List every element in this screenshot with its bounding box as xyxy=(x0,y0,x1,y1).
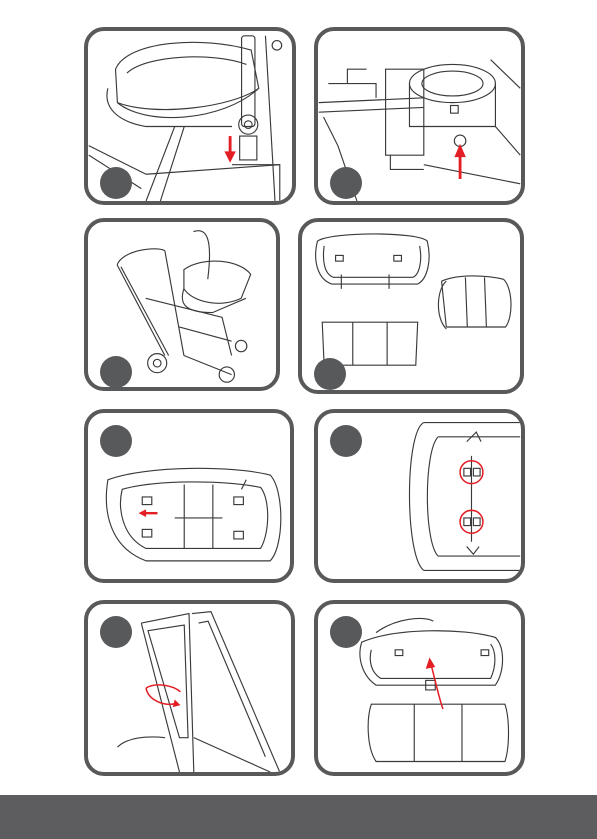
step-marker xyxy=(100,616,132,648)
instruction-panel-5 xyxy=(84,409,294,583)
insert-arrow-icon xyxy=(426,657,436,668)
rotate-arrow-icon xyxy=(173,699,181,707)
step-marker xyxy=(330,425,362,457)
left-arrow-icon xyxy=(138,509,146,517)
instruction-panel-8 xyxy=(314,600,525,776)
footer-bar xyxy=(0,795,597,839)
step-marker xyxy=(100,356,132,388)
instruction-panel-4 xyxy=(298,218,524,394)
instruction-panel-2 xyxy=(314,27,525,205)
step-marker xyxy=(100,425,132,457)
instruction-panel-1 xyxy=(84,27,296,205)
instruction-panel-6 xyxy=(314,409,525,583)
instruction-panel-7 xyxy=(84,600,295,776)
instruction-panel-3 xyxy=(84,218,280,391)
step-marker xyxy=(330,616,362,648)
up-arrow-icon xyxy=(454,144,465,157)
step-marker xyxy=(330,167,362,199)
step-marker xyxy=(100,167,132,199)
down-arrow-icon xyxy=(224,151,235,162)
step-marker xyxy=(314,358,346,390)
